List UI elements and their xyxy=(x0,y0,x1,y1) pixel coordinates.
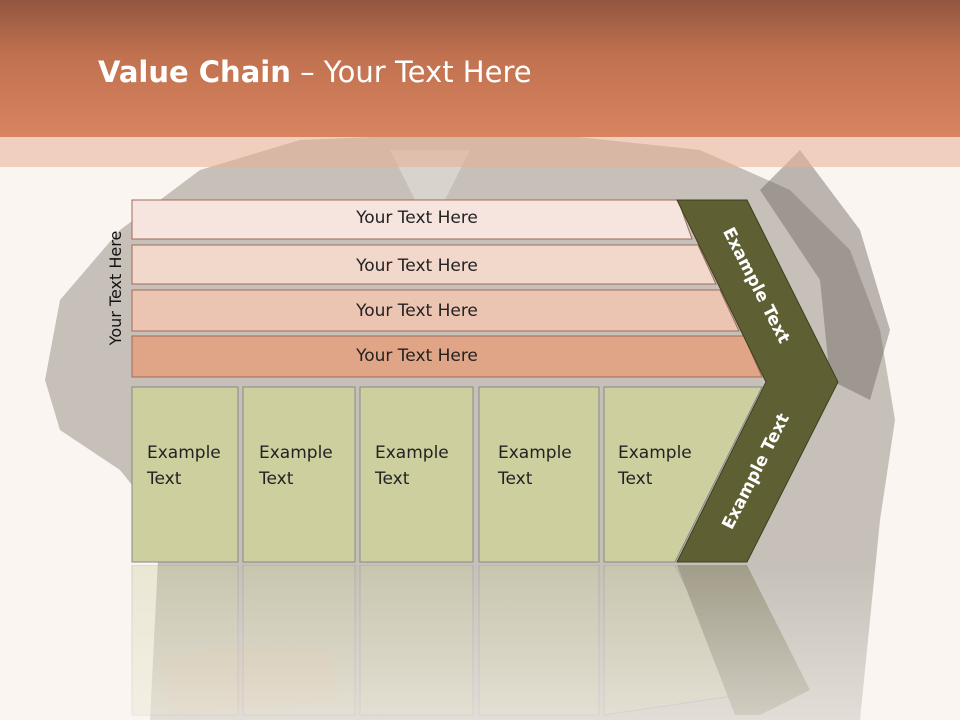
row-label-4: Your Text Here xyxy=(356,346,478,366)
title-bold: Value Chain xyxy=(98,55,291,89)
cell-shape-3 xyxy=(359,386,474,563)
cell-shape-1 xyxy=(131,386,239,563)
reflection-fade xyxy=(0,565,960,720)
title-bar xyxy=(0,0,960,137)
row-shape-4 xyxy=(131,335,763,378)
cell-shape-4 xyxy=(478,386,600,563)
row-label-3: Your Text Here xyxy=(356,301,478,321)
row-label-1: Your Text Here xyxy=(356,208,478,228)
cell-shape-2 xyxy=(242,386,356,563)
row-shape-2 xyxy=(131,244,717,285)
title-rest: – Your Text Here xyxy=(290,55,532,89)
row-label-2: Your Text Here xyxy=(356,256,478,276)
chevron-shape xyxy=(676,199,839,563)
title-bar-strip xyxy=(0,137,960,167)
slide-title: Value Chain – Your Text Here xyxy=(98,55,532,89)
cell-shape-5 xyxy=(603,386,763,563)
row-shape-3 xyxy=(131,289,740,332)
row-shape-1 xyxy=(131,199,693,240)
